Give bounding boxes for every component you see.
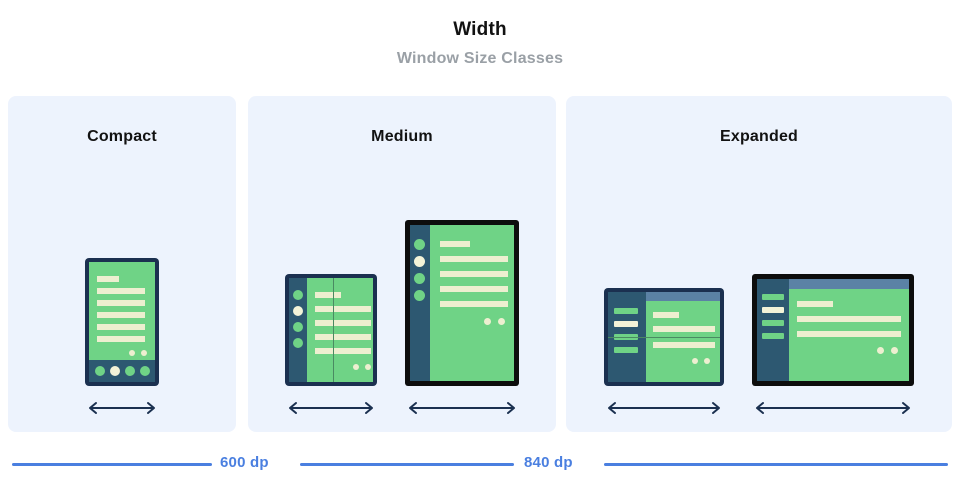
content-bar bbox=[97, 276, 119, 282]
page-title: Width bbox=[453, 19, 507, 40]
content-dot bbox=[141, 350, 147, 356]
nav-drawer bbox=[757, 279, 789, 381]
axis-segment bbox=[300, 463, 514, 466]
nav-rail-item bbox=[414, 239, 425, 250]
content-dot bbox=[498, 318, 505, 325]
tablet-landscape-device bbox=[752, 274, 914, 386]
content-bar bbox=[653, 312, 679, 318]
content-bar bbox=[315, 320, 371, 326]
panel-compact: Compact bbox=[8, 96, 236, 432]
content-bar bbox=[97, 288, 145, 294]
content-bar bbox=[797, 316, 901, 322]
panel-label-expanded: Expanded bbox=[719, 128, 799, 145]
bottom-nav-item bbox=[95, 366, 105, 376]
content-bar bbox=[315, 334, 371, 340]
tablet-landscape-screen bbox=[757, 279, 909, 381]
phone-column bbox=[85, 258, 159, 416]
nav-rail-item-active bbox=[293, 306, 303, 316]
content-bar bbox=[97, 324, 145, 330]
foldable-landscape-screen bbox=[608, 292, 720, 382]
fold-seam bbox=[333, 278, 334, 382]
medium-stage bbox=[248, 166, 556, 416]
nav-drawer-item bbox=[614, 308, 638, 314]
content-bar bbox=[97, 300, 145, 306]
content-dot bbox=[891, 347, 898, 354]
width-arrow-icon bbox=[409, 402, 515, 414]
nav-rail-item bbox=[293, 338, 303, 348]
nav-rail-item-active bbox=[414, 256, 425, 267]
size-class-panels: Compact bbox=[8, 96, 952, 432]
nav-rail bbox=[410, 225, 430, 381]
top-app-band bbox=[789, 279, 909, 289]
breakpoint-axis: 600 dp 840 dp bbox=[0, 450, 960, 480]
expanded-stage bbox=[566, 166, 952, 416]
nav-drawer-item bbox=[762, 294, 784, 300]
content-bar bbox=[440, 256, 508, 262]
tablet-portrait-device bbox=[405, 220, 519, 386]
axis-segment bbox=[12, 463, 212, 466]
content-dot bbox=[353, 364, 359, 370]
panel-label-medium: Medium bbox=[371, 128, 433, 145]
axis-segment bbox=[604, 463, 948, 466]
content-bar bbox=[440, 241, 470, 247]
nav-rail bbox=[289, 278, 307, 382]
tablet-landscape-column bbox=[752, 274, 914, 416]
nav-drawer-item bbox=[762, 320, 784, 326]
nav-rail-item bbox=[414, 273, 425, 284]
panel-label-compact: Compact bbox=[87, 128, 157, 145]
nav-rail-item bbox=[293, 322, 303, 332]
tablet-portrait-column bbox=[405, 220, 519, 416]
bottom-nav-item bbox=[140, 366, 150, 376]
foldable-landscape-column bbox=[604, 288, 724, 416]
content-bar bbox=[97, 336, 145, 342]
nav-rail-item bbox=[414, 290, 425, 301]
nav-drawer-item bbox=[614, 347, 638, 353]
top-app-band bbox=[646, 292, 720, 301]
content-dot bbox=[877, 347, 884, 354]
phone-portrait-device bbox=[85, 258, 159, 386]
foldable-portrait-screen bbox=[289, 278, 373, 382]
foldable-portrait-column bbox=[285, 274, 377, 416]
content-dot bbox=[692, 358, 698, 364]
content-bar bbox=[97, 312, 145, 318]
fold-seam bbox=[608, 337, 720, 338]
page-subtitle: Window Size Classes bbox=[396, 50, 564, 67]
width-arrow-icon bbox=[289, 402, 373, 414]
width-arrow-icon bbox=[756, 402, 910, 414]
bottom-nav-item-active bbox=[110, 366, 120, 376]
content-dot bbox=[129, 350, 135, 356]
width-arrow-icon bbox=[89, 402, 155, 414]
panel-expanded: Expanded bbox=[566, 96, 952, 432]
breakpoint-label-840: 840 dp bbox=[524, 454, 573, 471]
content-bar bbox=[315, 292, 341, 298]
tablet-portrait-screen bbox=[410, 225, 514, 381]
foldable-landscape-device bbox=[604, 288, 724, 386]
content-bar bbox=[315, 348, 371, 354]
width-arrow-icon bbox=[608, 402, 720, 414]
header: Width Window Size Classes bbox=[0, 18, 960, 70]
breakpoint-label-600: 600 dp bbox=[220, 454, 269, 471]
compact-stage bbox=[8, 166, 236, 416]
content-bar bbox=[653, 342, 715, 348]
content-dot bbox=[365, 364, 371, 370]
phone-bottom-nav bbox=[89, 360, 155, 382]
nav-rail-item bbox=[293, 290, 303, 300]
content-bar bbox=[440, 286, 508, 292]
nav-drawer-item-active bbox=[762, 307, 784, 313]
foldable-portrait-device bbox=[285, 274, 377, 386]
content-bar bbox=[797, 301, 833, 307]
content-bar bbox=[797, 331, 901, 337]
nav-drawer-item bbox=[762, 333, 784, 339]
content-bar bbox=[440, 271, 508, 277]
content-dot bbox=[484, 318, 491, 325]
content-bar bbox=[440, 301, 508, 307]
content-bar bbox=[653, 326, 715, 332]
nav-drawer-item-active bbox=[614, 321, 638, 327]
panel-medium: Medium bbox=[248, 96, 556, 432]
content-dot bbox=[704, 358, 710, 364]
content-bar bbox=[315, 306, 371, 312]
bottom-nav-item bbox=[125, 366, 135, 376]
phone-screen bbox=[89, 262, 155, 382]
